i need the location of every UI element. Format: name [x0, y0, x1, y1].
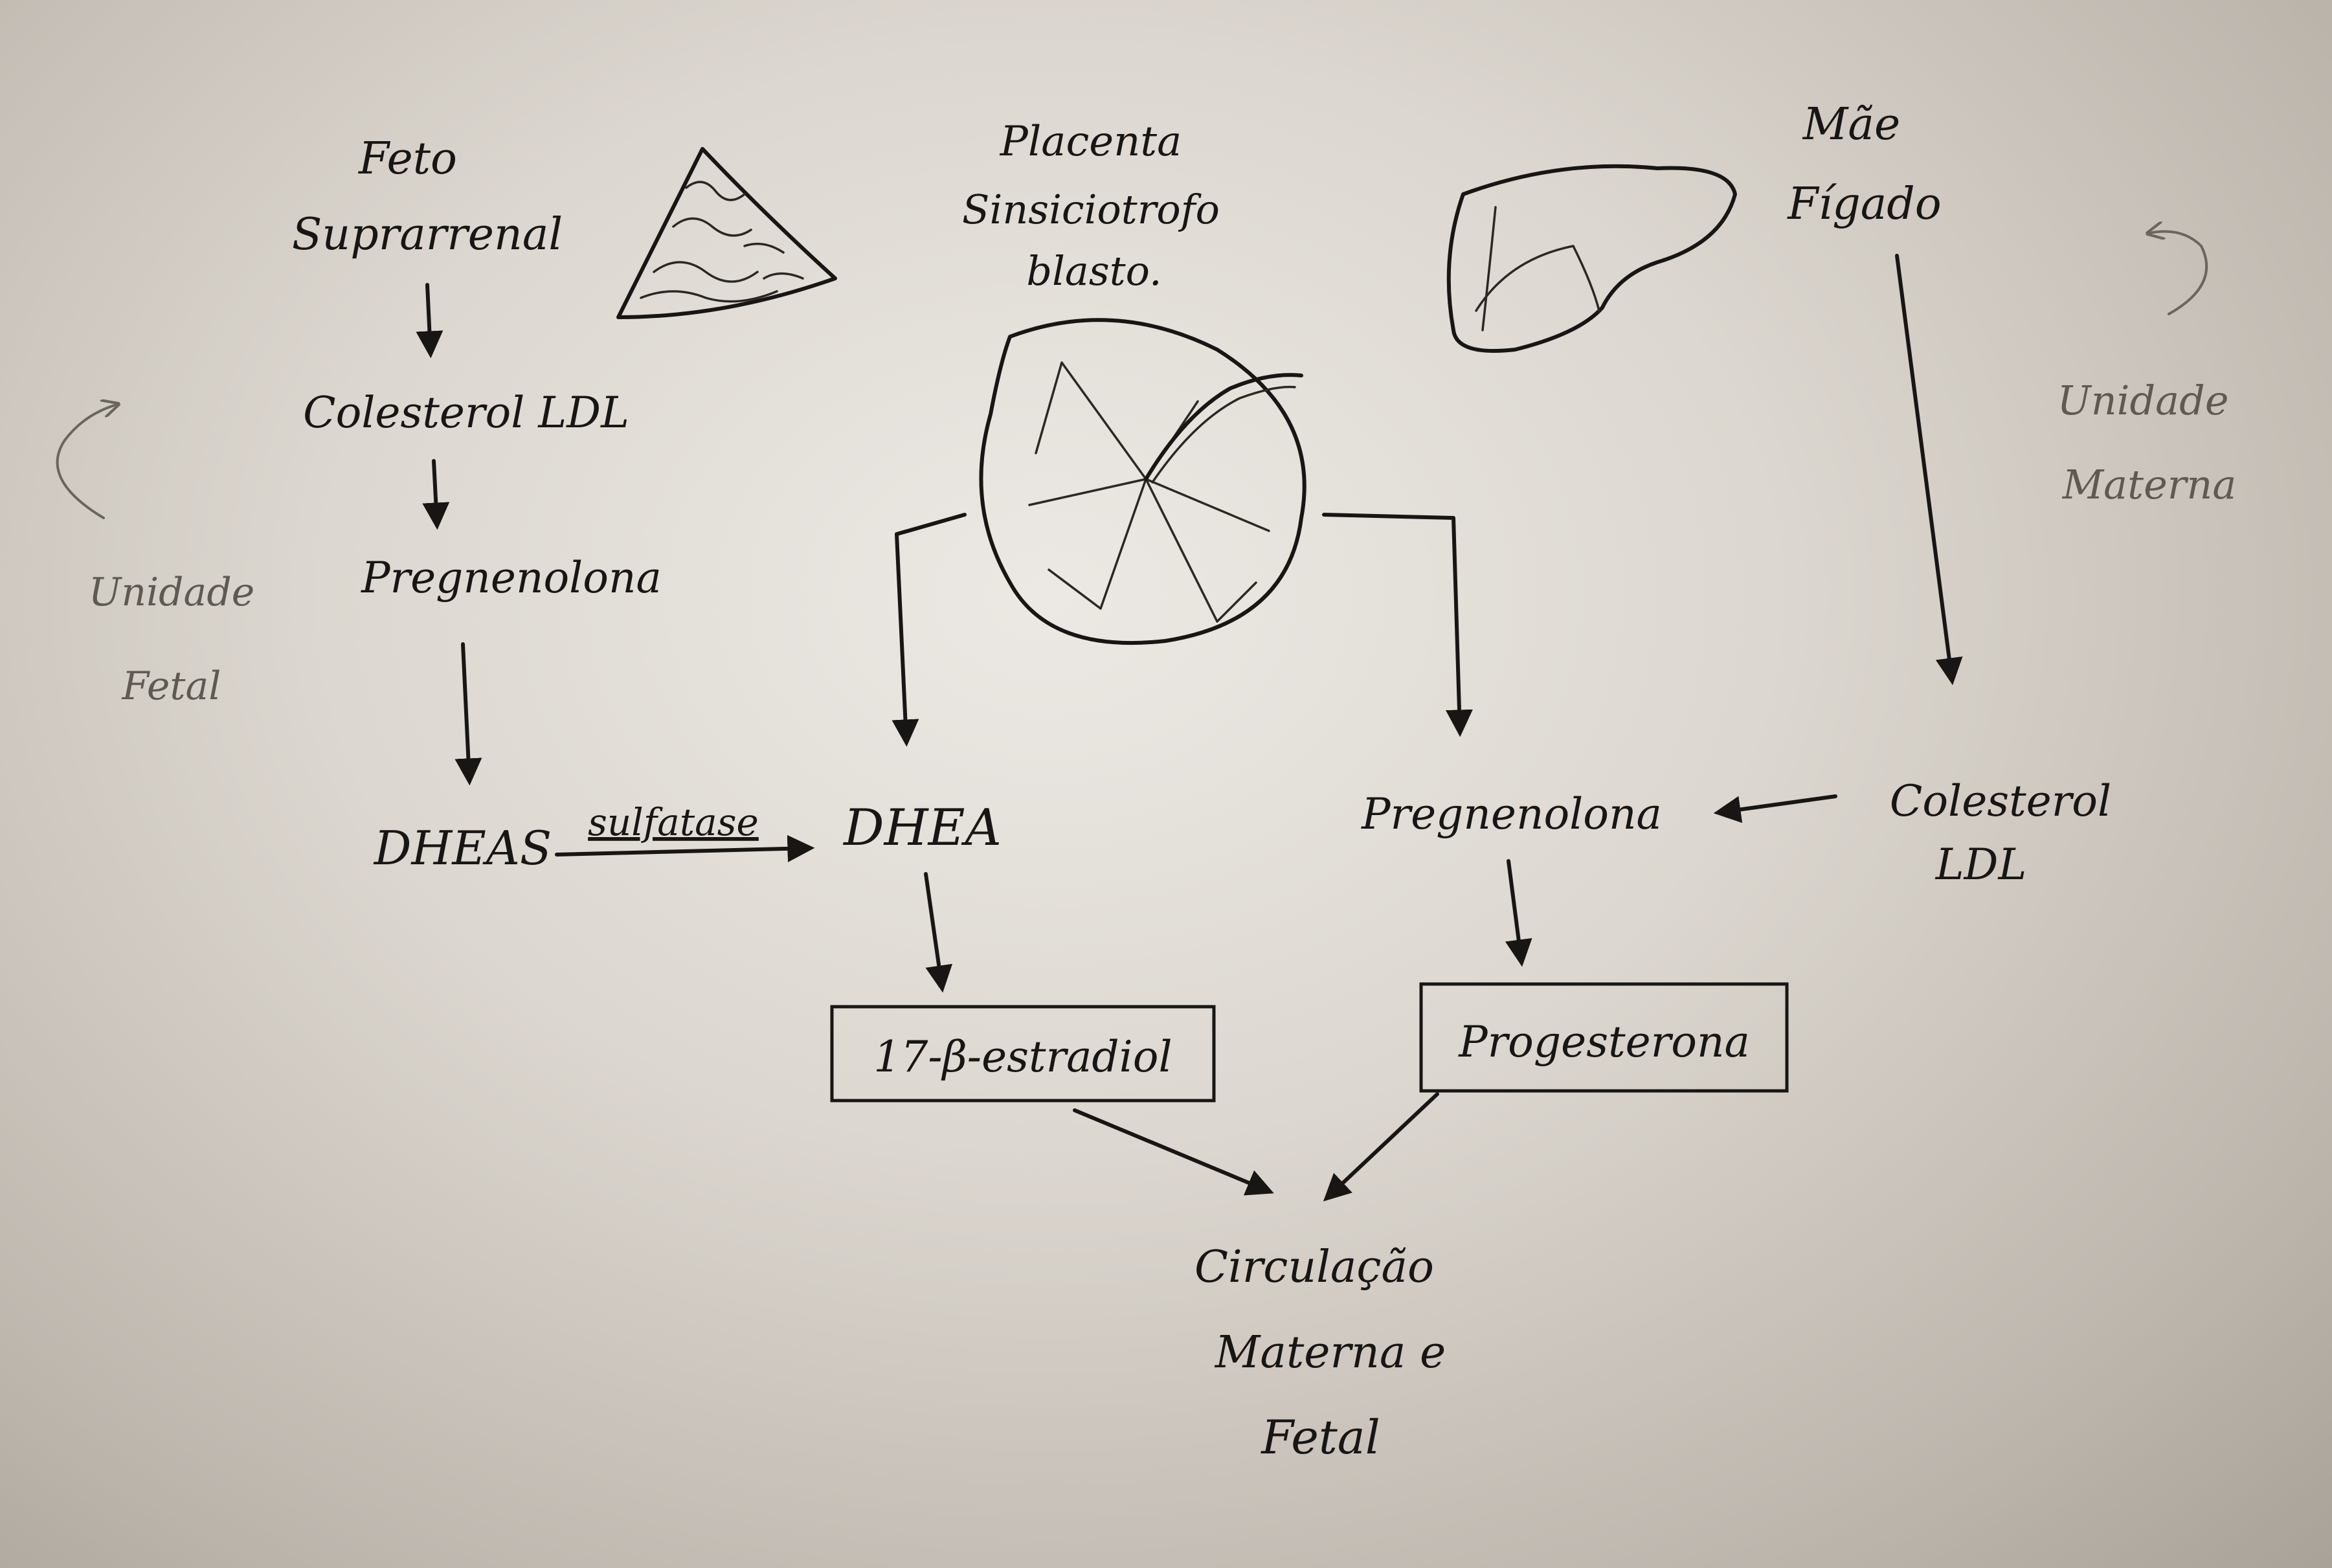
- curved-arrow-icon-fetal: [56, 405, 117, 519]
- arrow-pregnenolone-progesterone: [1505, 859, 1532, 967]
- estradiol-label: 17-β-estradiol: [873, 1032, 1172, 1082]
- arrow-fetal-2: [422, 459, 450, 530]
- maternal-title-line2: Fígado: [1786, 179, 1941, 230]
- fetal-pregnenolone: Pregnenolona: [361, 553, 662, 603]
- enzyme-sulfatase: sulfatase: [588, 800, 759, 844]
- fetal-dheas: DHEAS: [373, 821, 552, 875]
- liver-sketch: [1446, 164, 1737, 353]
- arrow-dhea-estradiol: [924, 872, 953, 993]
- placenta-title-line1: Placenta: [1000, 118, 1182, 166]
- output-line1: Circulação: [1194, 1242, 1434, 1293]
- adrenal-gland-sketch: [616, 147, 837, 319]
- fetal-unit-line2: Fetal: [122, 664, 221, 709]
- placenta-title-line3: blasto.: [1026, 247, 1161, 295]
- arrow-maternal-2: [1713, 794, 1837, 823]
- placenta-title-line2: Sinsiciotrofo: [962, 186, 1220, 233]
- fetal-title-line2: Suprarrenal: [292, 209, 563, 260]
- progesterone-label: Progesterona: [1458, 1017, 1750, 1067]
- output-line3: Fetal: [1260, 1410, 1380, 1464]
- arrow-sulfatase: [555, 834, 815, 862]
- arrow-placenta-pregnenolone: [1322, 513, 1473, 737]
- maternal-unit-line1: Unidade: [2057, 377, 2228, 424]
- placenta-sketch: [979, 318, 1306, 645]
- arrow-placenta-dhea: [891, 513, 967, 747]
- maternal-cholesterol-line2: LDL: [1935, 840, 2027, 890]
- arrow-fetal-1: [416, 283, 443, 359]
- arrow-progesterone-output: [1323, 1092, 1439, 1202]
- arrow-maternal-1: [1895, 254, 1963, 686]
- maternal-title-line1: Mãe: [1802, 99, 1900, 150]
- maternal-cholesterol-line1: Colesterol: [1890, 776, 2111, 826]
- placenta-pregnenolone: Pregnenolona: [1361, 789, 1662, 839]
- fetal-title-line1: Feto: [357, 133, 457, 185]
- fetal-cholesterol: Colesterol LDL: [303, 388, 629, 438]
- arrow-estradiol-output: [1073, 1108, 1274, 1196]
- placenta-dhea: DHEA: [842, 799, 1002, 857]
- maternal-unit-line2: Materna: [2062, 461, 2237, 508]
- curved-arrow-icon-maternal: [2149, 232, 2208, 315]
- progesterone-box: Progesterona: [1419, 982, 1789, 1093]
- arrow-fetal-3: [454, 642, 482, 786]
- estradiol-box: 17-β-estradiol: [830, 1005, 1216, 1103]
- fetal-unit-line1: Unidade: [89, 570, 255, 615]
- output-line2: Materna e: [1214, 1327, 1446, 1378]
